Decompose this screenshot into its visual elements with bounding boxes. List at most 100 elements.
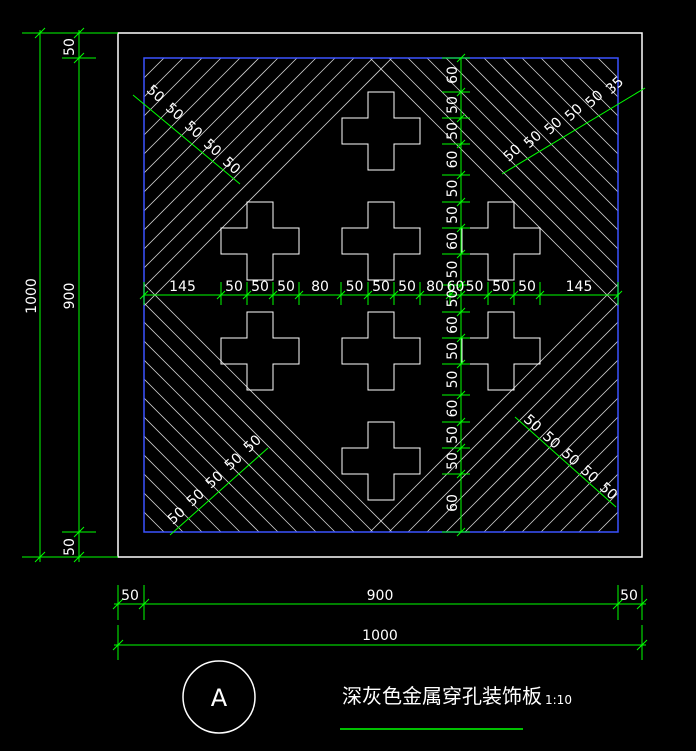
dim-tick: [415, 290, 425, 300]
dim-diagonal-value: 50: [184, 486, 208, 510]
dim-diagonal-value: 50: [162, 100, 186, 124]
dim-tick: [613, 290, 623, 300]
dim-bottom-left-border: 50: [121, 588, 139, 604]
cross-hole: [341, 311, 421, 391]
dim-tick: [456, 139, 466, 149]
dim-left-top-border: 50: [62, 38, 78, 56]
hatch-line: [540, 454, 618, 532]
dim-diagonal-value: 50: [200, 136, 224, 160]
hatch-line: [144, 58, 336, 250]
dim-vertical-value: 50: [445, 122, 461, 140]
dim-diagonal-value: 50: [521, 128, 545, 152]
dim-tick: [456, 290, 466, 300]
dim-tick: [294, 290, 304, 300]
hatch-line: [407, 58, 618, 269]
detail-label-circle: [182, 660, 256, 734]
hatch-line: [502, 58, 618, 174]
dim-horizontal-value: 50: [398, 279, 416, 295]
dim-tick: [456, 249, 466, 259]
hatch-line: [144, 378, 298, 532]
cross-hole: [220, 311, 300, 391]
dimension-ticks: [139, 53, 623, 537]
hatch-line: [559, 473, 618, 532]
dim-vertical-value: 60: [445, 494, 461, 512]
dim-diagonal-value: 50: [583, 87, 607, 111]
hatch-line: [144, 321, 355, 532]
dim-vertical-value: 60: [445, 151, 461, 169]
dim-diagonal-value: 50: [219, 154, 243, 178]
dim-vertical-value: 50: [445, 96, 461, 114]
dimension-lines: [22, 27, 648, 660]
hatch-line: [483, 397, 618, 532]
dim-diagonal-value: 50: [501, 141, 525, 165]
hatch-line: [597, 511, 618, 532]
dim-vertical-value: 50: [445, 426, 461, 444]
dim-vertical-value: 50: [445, 261, 461, 279]
cross-holes: [220, 91, 541, 501]
dim-diagonal-value: 50: [539, 429, 563, 453]
dim-diagonal-value: 50: [241, 432, 265, 456]
hatch-line: [144, 58, 165, 79]
hatch-line: [144, 473, 203, 532]
dim-tick: [456, 280, 466, 290]
dim-tick: [456, 417, 466, 427]
dim-horizontal-value: 50: [225, 279, 243, 295]
cross-hole: [461, 201, 541, 281]
dim-tick: [456, 390, 466, 400]
dim-tick: [456, 307, 466, 317]
dim-tick: [336, 290, 346, 300]
dim-bottom-inner: 900: [367, 588, 394, 604]
dim-diagonal-value: 50: [520, 412, 544, 436]
dim-vertical-value: 60: [445, 316, 461, 334]
dim-horizontal-value: 60: [447, 279, 465, 295]
hatch-line: [144, 58, 222, 136]
dim-horizontal-value: 145: [566, 279, 593, 295]
dim-tick: [483, 290, 493, 300]
dim-diagonal-value: 50: [165, 504, 189, 528]
dim-horizontal-value: 50: [372, 279, 390, 295]
dim-horizontal-value: 50: [466, 279, 484, 295]
cross-hole: [220, 201, 300, 281]
dim-tick: [456, 53, 466, 63]
hatch-line: [144, 416, 260, 532]
cross-hole: [341, 421, 421, 501]
hatch-line: [369, 283, 618, 532]
dim-vertical-value: 50: [445, 180, 461, 198]
dim-vertical-value: 50: [445, 371, 461, 389]
hatch-line: [144, 283, 393, 532]
dim-horizontal-value: 80: [311, 279, 329, 295]
dim-vertical-value: 50: [445, 452, 461, 470]
hatch-line: [144, 58, 317, 231]
dim-tick: [445, 290, 455, 300]
hatch-line: [144, 359, 317, 532]
dim-left-overall: 1000: [24, 278, 40, 314]
drawing-scale: 1:10: [545, 693, 572, 707]
hatch-line: [483, 58, 618, 193]
hatch-line: [144, 58, 260, 174]
hatch-line: [144, 58, 279, 193]
hatch-line: [559, 58, 618, 117]
hatch-line: [144, 454, 222, 532]
cross-hole: [461, 311, 541, 391]
outer-panel-border: [117, 32, 643, 558]
hatch-line: [388, 58, 618, 288]
dim-bottom-right-border: 50: [620, 588, 638, 604]
dim-diagonal-value: 50: [542, 114, 566, 138]
dim-vertical-value: 60: [445, 66, 461, 84]
hatch-line: [445, 58, 618, 231]
hatch-line: [144, 492, 184, 532]
hatch-line: [521, 435, 618, 532]
dim-tick: [389, 290, 399, 300]
hatch-line: [144, 340, 336, 532]
hatch-line: [144, 58, 355, 269]
dim-horizontal-value: 50: [492, 279, 510, 295]
dim-horizontal-value: 50: [277, 279, 295, 295]
hatch-line: [369, 58, 618, 307]
hatch-line: [597, 58, 618, 79]
hatch-line: [144, 58, 241, 155]
dim-diagonal-value: 50: [558, 446, 582, 470]
dim-horizontal-value: 50: [251, 279, 269, 295]
